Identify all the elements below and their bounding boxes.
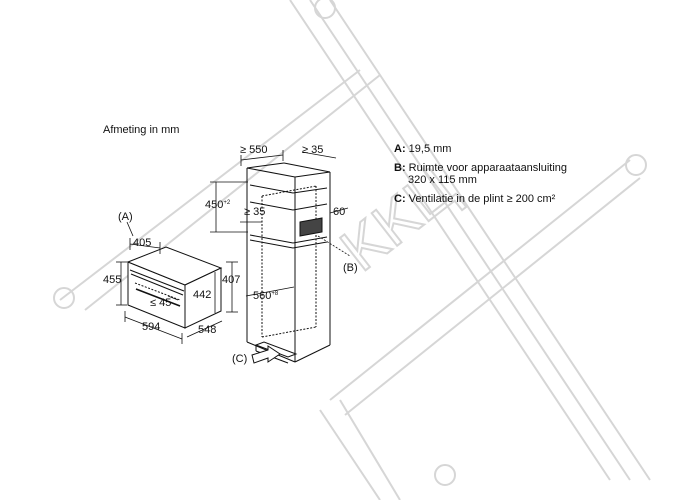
legend-row-a: A: 19,5 mm [394,143,694,155]
legend-text-a: 19,5 mm [408,143,452,155]
label-c: (C) [232,353,247,365]
caption: Afmeting in mm [103,124,180,136]
legend-key-c: C: [394,193,406,205]
dim-oven-top: 405 [133,237,151,249]
cabinet-dimension-lines [210,150,351,297]
legend: A: 19,5 mm B: Ruimte voor apparaataanslu… [394,143,694,212]
legend-text-c: Ventilatie in de plint ≥ 200 cm² [408,193,556,205]
label-a: (A) [118,211,133,223]
dim-cabinet-width: ≥ 550 [240,144,267,156]
legend-text-b-line2: 320 x 115 mm [408,174,477,186]
cabinet-drawing [246,162,331,364]
oven-drawing [126,246,223,329]
dim-inner-width: 560+8 [253,290,279,302]
dim-oven-width: 594 [142,321,160,333]
legend-row-b: B: Ruimte voor apparaataansluiting 320 x… [394,162,694,186]
dim-niche-range-value: 450 [205,199,223,211]
dim-inner-gap: ≥ 35 [244,206,265,218]
dim-niche-height: 407 [222,274,240,286]
ventilation-arrow [251,345,281,364]
oven-dimension-lines [116,221,238,344]
watermark-logo [53,0,651,500]
dim-inner-width-value: 560 [253,290,271,302]
dim-inner-width-sup: +8 [271,291,279,297]
dim-niche-range-sup: +2 [223,200,231,206]
dim-niche-range: 450+2 [205,199,231,211]
dim-oven-depth: 548 [198,324,216,336]
legend-key-b: B: [394,162,406,174]
legend-row-c: C: Ventilatie in de plint ≥ 200 cm² [394,193,694,205]
dim-vent: 60 [333,206,345,218]
dim-oven-inner-height: 442 [193,289,211,301]
label-b: (B) [343,262,358,274]
dim-oven-height: 455 [103,274,121,286]
legend-key-a: A: [394,143,406,155]
dim-oven-gap: ≤ 45 [150,297,171,309]
dim-cabinet-depth: ≥ 35 [302,144,323,156]
legend-text-b-line1: Ruimte voor apparaataansluiting [408,162,568,174]
